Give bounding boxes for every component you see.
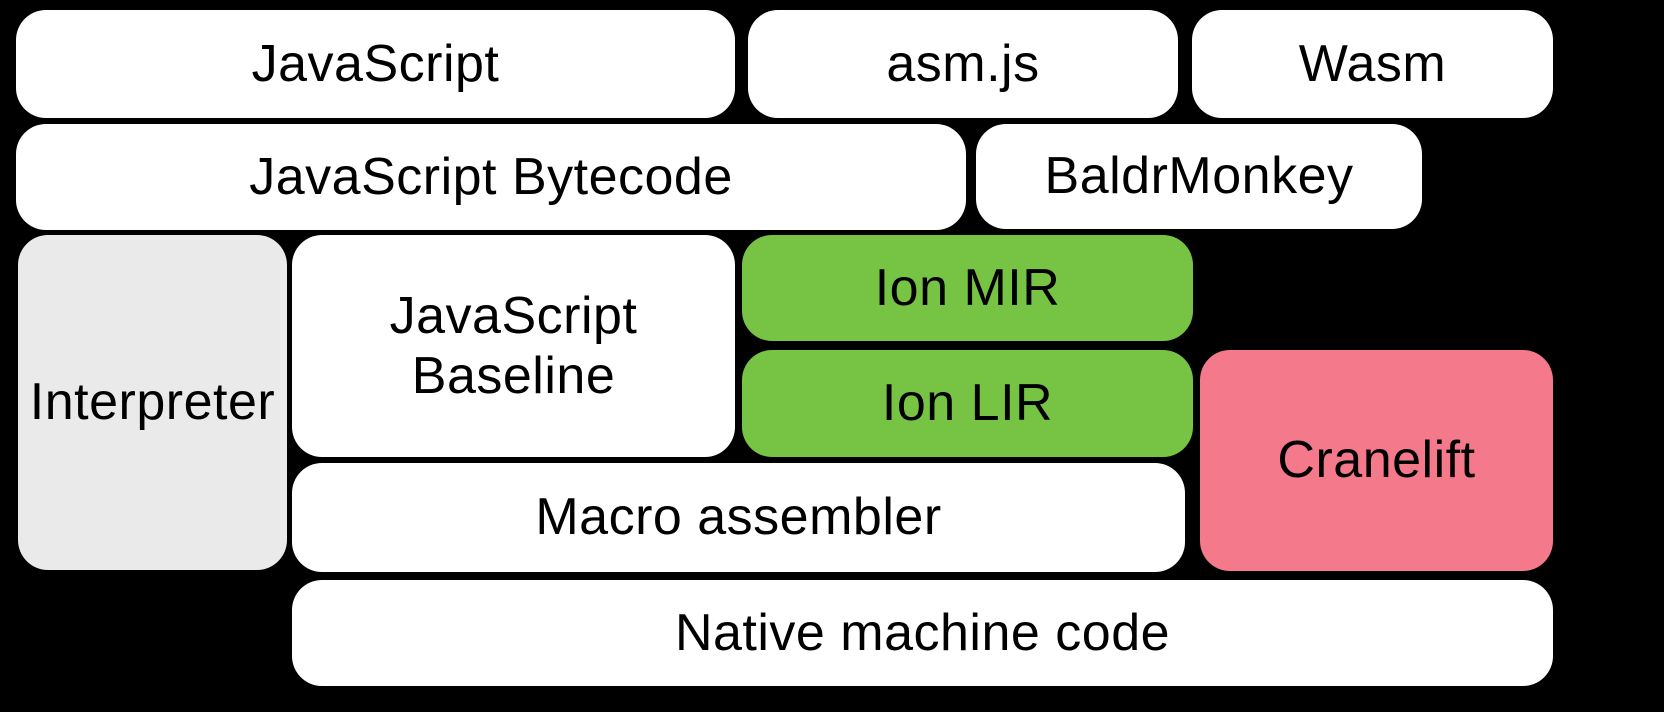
box-javascript: JavaScript	[16, 10, 735, 118]
box-native-machine-code: Native machine code	[292, 580, 1553, 686]
box-wasm-label: Wasm	[1298, 34, 1447, 93]
box-wasm: Wasm	[1192, 10, 1553, 118]
box-ion-lir-label: Ion LIR	[881, 374, 1054, 433]
box-asmjs: asm.js	[748, 10, 1178, 118]
box-ion-mir-label: Ion MIR	[874, 258, 1061, 317]
box-asmjs-label: asm.js	[886, 34, 1040, 93]
box-interpreter: Interpreter	[18, 235, 287, 570]
box-javascript-baseline: JavaScript Baseline	[292, 235, 735, 457]
box-ion-lir: Ion LIR	[742, 350, 1193, 457]
box-javascript-bytecode-label: JavaScript Bytecode	[249, 147, 733, 206]
box-baldrmonkey: BaldrMonkey	[976, 124, 1422, 229]
box-macro-assembler: Macro assembler	[292, 463, 1185, 572]
box-cranelift-label: Cranelift	[1277, 431, 1476, 490]
box-javascript-baseline-label: JavaScript Baseline	[389, 286, 638, 405]
box-macro-assembler-label: Macro assembler	[535, 488, 942, 547]
box-javascript-label: JavaScript	[251, 34, 500, 93]
box-cranelift: Cranelift	[1200, 350, 1553, 571]
box-ion-mir: Ion MIR	[742, 235, 1193, 341]
box-baldrmonkey-label: BaldrMonkey	[1044, 147, 1354, 206]
box-native-machine-code-label: Native machine code	[674, 603, 1171, 662]
box-interpreter-label: Interpreter	[29, 373, 276, 432]
box-javascript-bytecode: JavaScript Bytecode	[16, 124, 966, 230]
